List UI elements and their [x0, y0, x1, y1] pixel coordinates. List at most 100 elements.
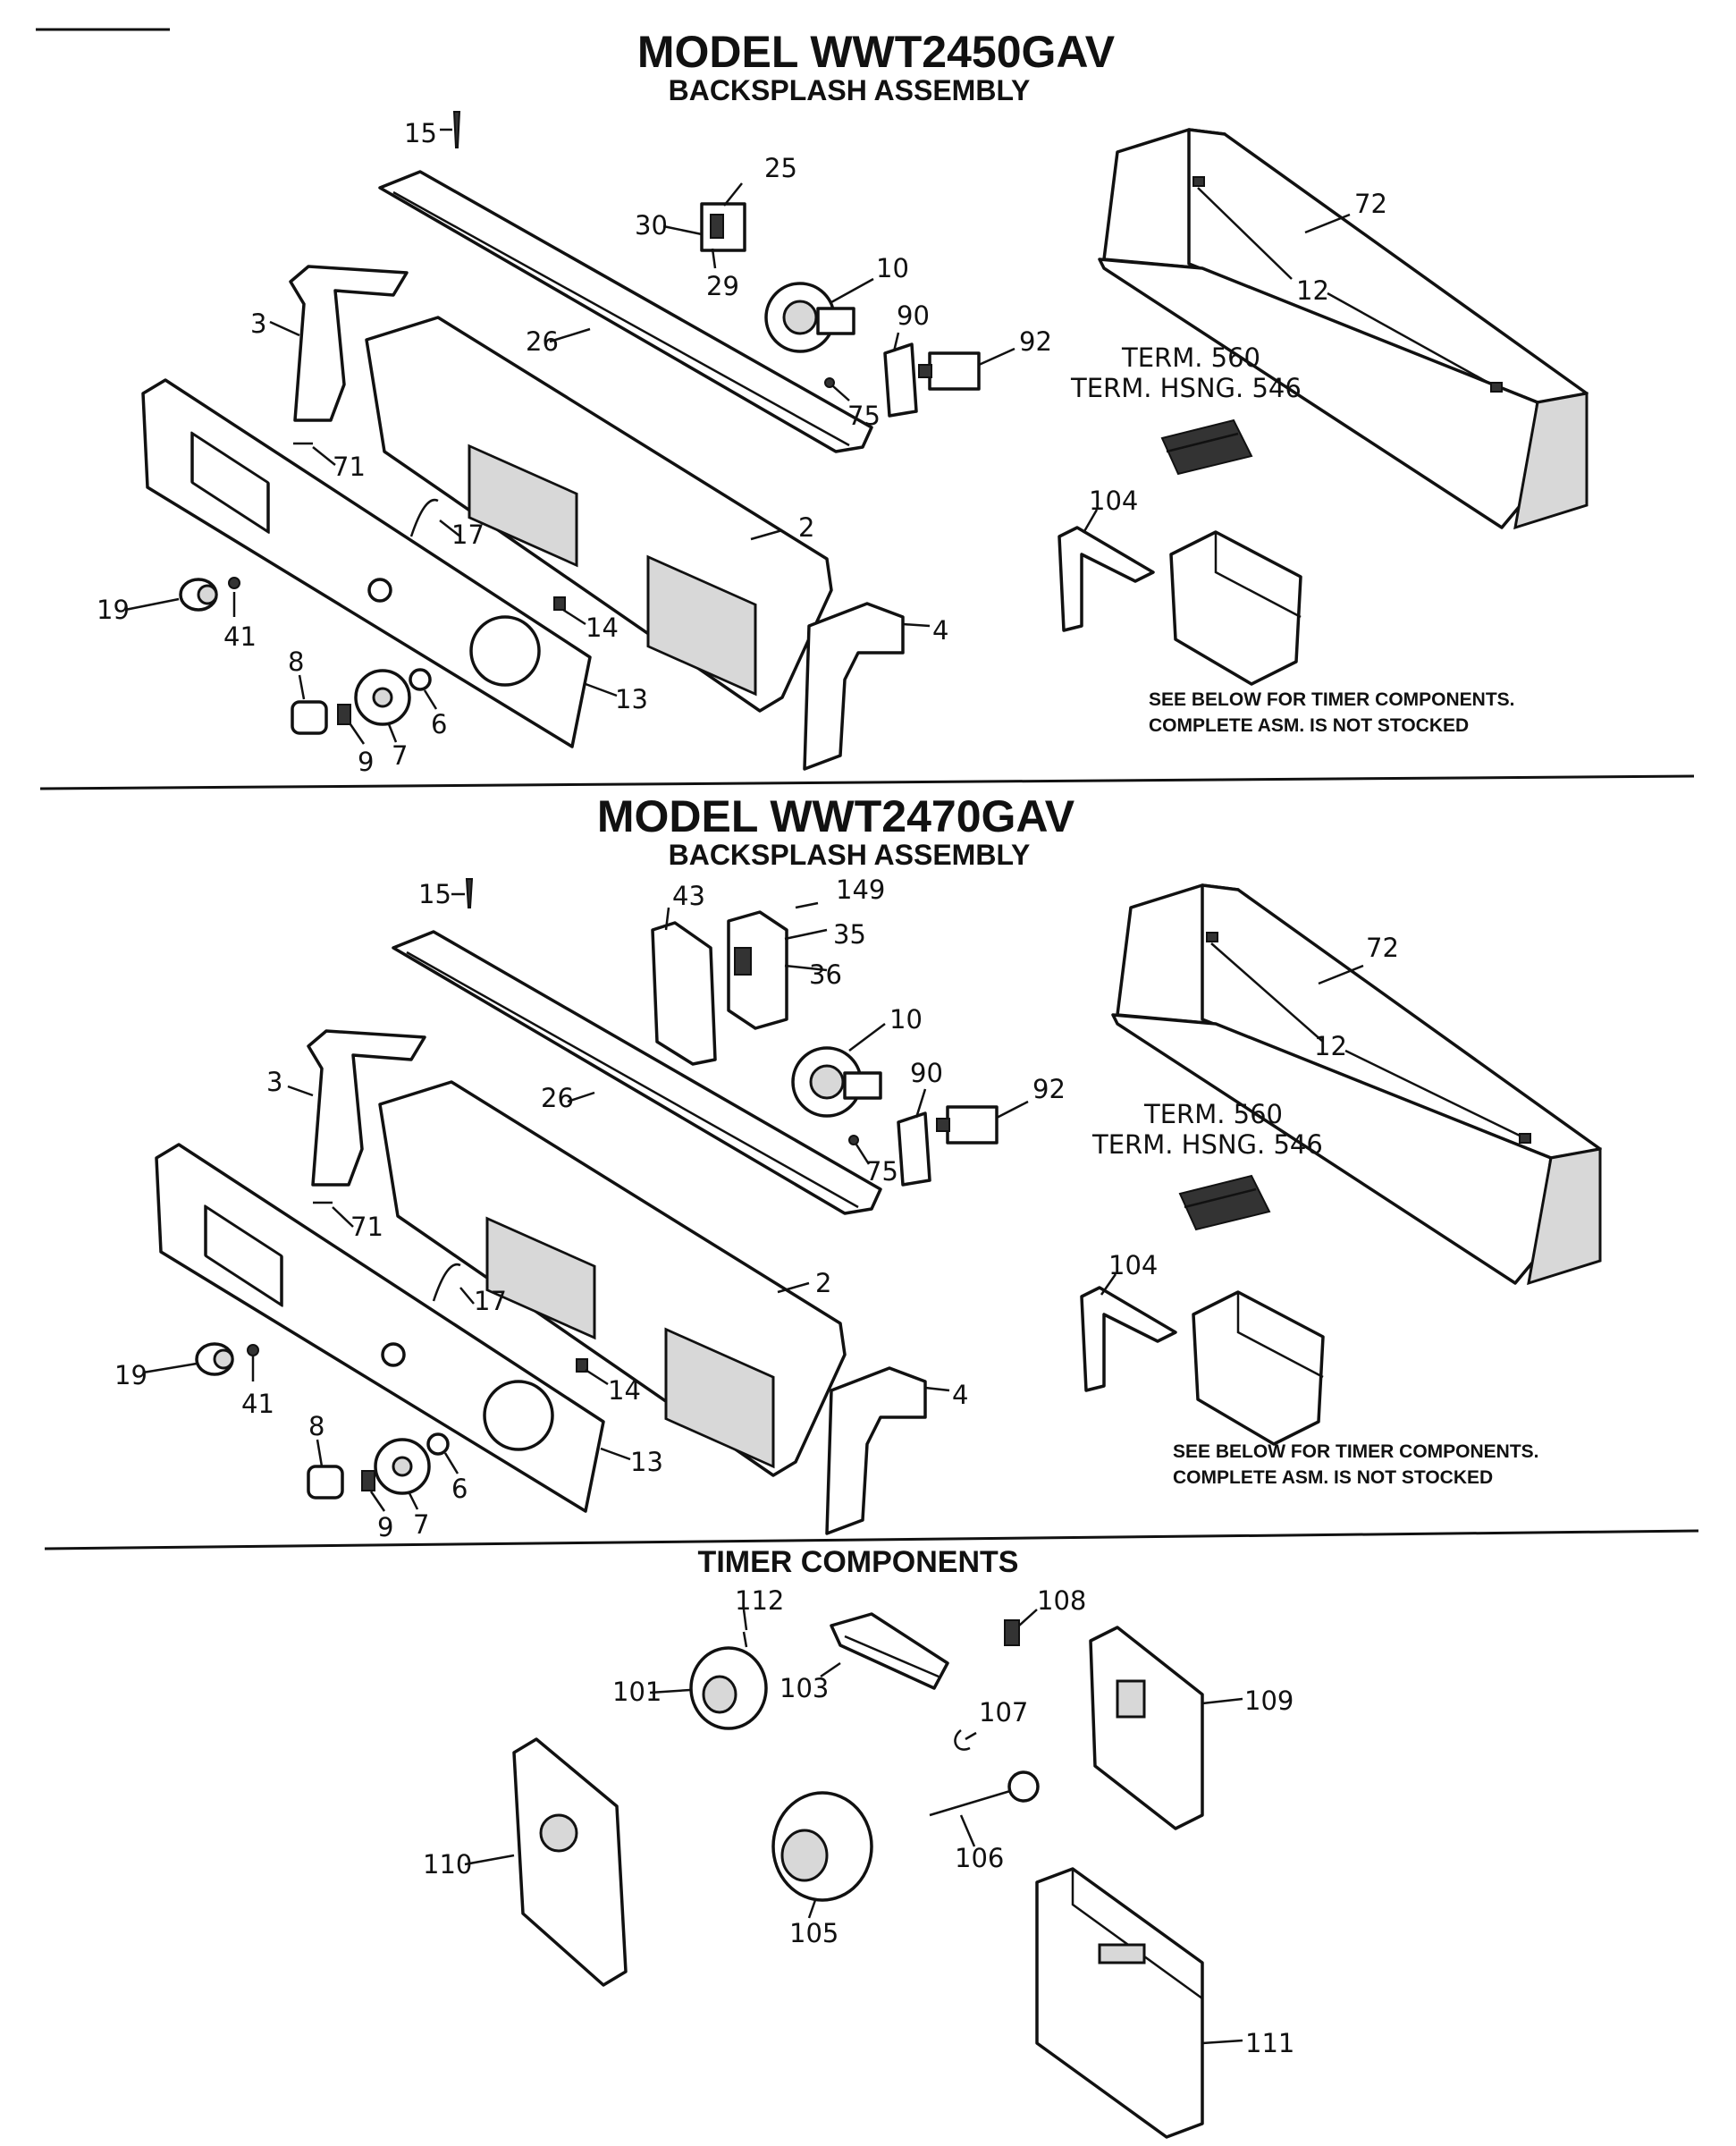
clip-14 — [576, 1358, 588, 1373]
callout-13: 13 — [615, 684, 648, 714]
callout-15: 15 — [404, 118, 437, 148]
callout-9: 9 — [358, 747, 374, 777]
switch-92 — [936, 1105, 999, 1145]
timer-components-title: TIMER COMPONENTS — [698, 1545, 1019, 1579]
section-timer-components: TIMER COMPONENTS — [423, 1545, 1294, 2139]
harness-17 — [432, 1263, 461, 1302]
callout-75: 75 — [847, 401, 881, 431]
callout-104: 104 — [1108, 1250, 1158, 1280]
callout-12: 12 — [1296, 275, 1329, 306]
callout-7: 7 — [392, 740, 408, 771]
clip-9 — [337, 704, 351, 725]
timer-note-line1: SEE BELOW FOR TIMER COMPONENTS. — [1149, 689, 1515, 710]
motor-101 — [689, 1631, 768, 1730]
terminal-housing-546 — [1178, 1174, 1271, 1231]
plate-110 — [512, 1737, 628, 1987]
section-divider-2 — [44, 1529, 1699, 1550]
section-model-wwt2450gav: MODEL WWT2450GAV BACKSPLASH ASSEMBLY — [97, 27, 1589, 777]
timer-note-line1: SEE BELOW FOR TIMER COMPONENTS. — [1173, 1441, 1539, 1462]
callout-26: 26 — [526, 326, 559, 357]
callout-14: 14 — [586, 613, 619, 643]
callout-14: 14 — [608, 1375, 641, 1406]
callout-105: 105 — [789, 1918, 839, 1948]
bracket-104 — [1080, 1286, 1177, 1392]
callout-110: 110 — [423, 1849, 472, 1880]
term-label: TERM. 560 — [1121, 342, 1260, 373]
cam-105 — [771, 1791, 873, 1902]
callout-17: 17 — [474, 1286, 507, 1316]
screw-75 — [848, 1135, 859, 1145]
screw-15 — [451, 878, 474, 908]
callout-3: 3 — [250, 308, 266, 339]
switch-25 — [700, 202, 746, 252]
screw-15 — [440, 111, 461, 148]
callout-90: 90 — [897, 300, 930, 331]
switch-35 — [727, 910, 788, 1030]
callout-26: 26 — [541, 1083, 574, 1113]
leader-lines-section3 — [464, 1609, 1243, 2045]
terminal-housing-546 — [1160, 418, 1253, 476]
console-back-2 — [365, 316, 833, 713]
callout-8: 8 — [288, 646, 304, 677]
callout-10: 10 — [889, 1004, 923, 1035]
callout-41: 41 — [241, 1389, 274, 1419]
callout-3: 3 — [266, 1067, 282, 1097]
front-panel-13 — [155, 1143, 605, 1513]
callout-6: 6 — [431, 709, 447, 739]
callout-36: 36 — [809, 959, 842, 990]
front-panel-13 — [141, 378, 592, 748]
callout-72: 72 — [1354, 189, 1387, 219]
switch-92 — [918, 351, 981, 391]
callout-92: 92 — [1032, 1074, 1066, 1104]
end-cap-3 — [307, 1029, 426, 1187]
callout-71: 71 — [350, 1212, 383, 1242]
term-label: TERM. 560 — [1143, 1099, 1283, 1129]
bracket-90 — [897, 1111, 931, 1187]
callout-103: 103 — [780, 1673, 829, 1703]
callout-19: 19 — [114, 1360, 147, 1390]
timer-note-line2: COMPLETE ASM. IS NOT STOCKED — [1149, 715, 1469, 736]
timer-note-line2: COMPLETE ASM. IS NOT STOCKED — [1173, 1467, 1493, 1488]
assembly-subtitle: BACKSPLASH ASSEMBLY — [669, 839, 1031, 871]
callout-4: 4 — [932, 615, 948, 646]
timer-assembly — [1169, 530, 1302, 686]
callout-109: 109 — [1244, 1686, 1294, 1716]
callout-9: 9 — [377, 1512, 393, 1542]
top-trim-26 — [378, 170, 873, 453]
callout-111: 111 — [1245, 2028, 1294, 2058]
cover-111 — [1035, 1867, 1204, 2139]
end-cap-3 — [289, 265, 409, 422]
callout-72: 72 — [1366, 933, 1399, 963]
callout-104: 104 — [1089, 486, 1138, 516]
callout-112: 112 — [735, 1585, 784, 1616]
callout-2: 2 — [815, 1268, 831, 1298]
knob-8 — [291, 700, 328, 735]
callout-13: 13 — [630, 1447, 663, 1477]
bracket-90 — [883, 342, 918, 418]
callout-4: 4 — [952, 1380, 968, 1410]
callout-19: 19 — [97, 595, 130, 625]
top-trim-26 — [392, 930, 882, 1215]
callout-25: 25 — [764, 153, 797, 183]
console-back-2 — [378, 1080, 847, 1477]
term-housing-label: TERM. HSNG. 546 — [1070, 373, 1302, 403]
callout-71: 71 — [333, 452, 366, 482]
callout-10: 10 — [876, 253, 909, 283]
section-model-wwt2470gav: MODEL WWT2470GAV BACKSPLASH ASSEMBLY — [114, 791, 1602, 1542]
shaft-106 — [929, 1770, 1040, 1817]
callout-15: 15 — [418, 879, 451, 909]
timer-assembly — [1192, 1290, 1325, 1446]
callout-7: 7 — [413, 1509, 429, 1540]
callout-108: 108 — [1037, 1585, 1086, 1616]
model-title: MODEL WWT2470GAV — [597, 791, 1075, 841]
top-cover-72 — [1098, 128, 1589, 530]
callout-107: 107 — [979, 1697, 1028, 1728]
callout-12: 12 — [1314, 1031, 1347, 1061]
knob-19 — [179, 578, 218, 612]
harness-17 — [409, 498, 439, 537]
callout-90: 90 — [910, 1058, 943, 1088]
clip-108 — [1004, 1619, 1020, 1646]
callout-35: 35 — [833, 919, 866, 950]
callout-41: 41 — [223, 621, 257, 652]
knob-8 — [307, 1465, 344, 1500]
